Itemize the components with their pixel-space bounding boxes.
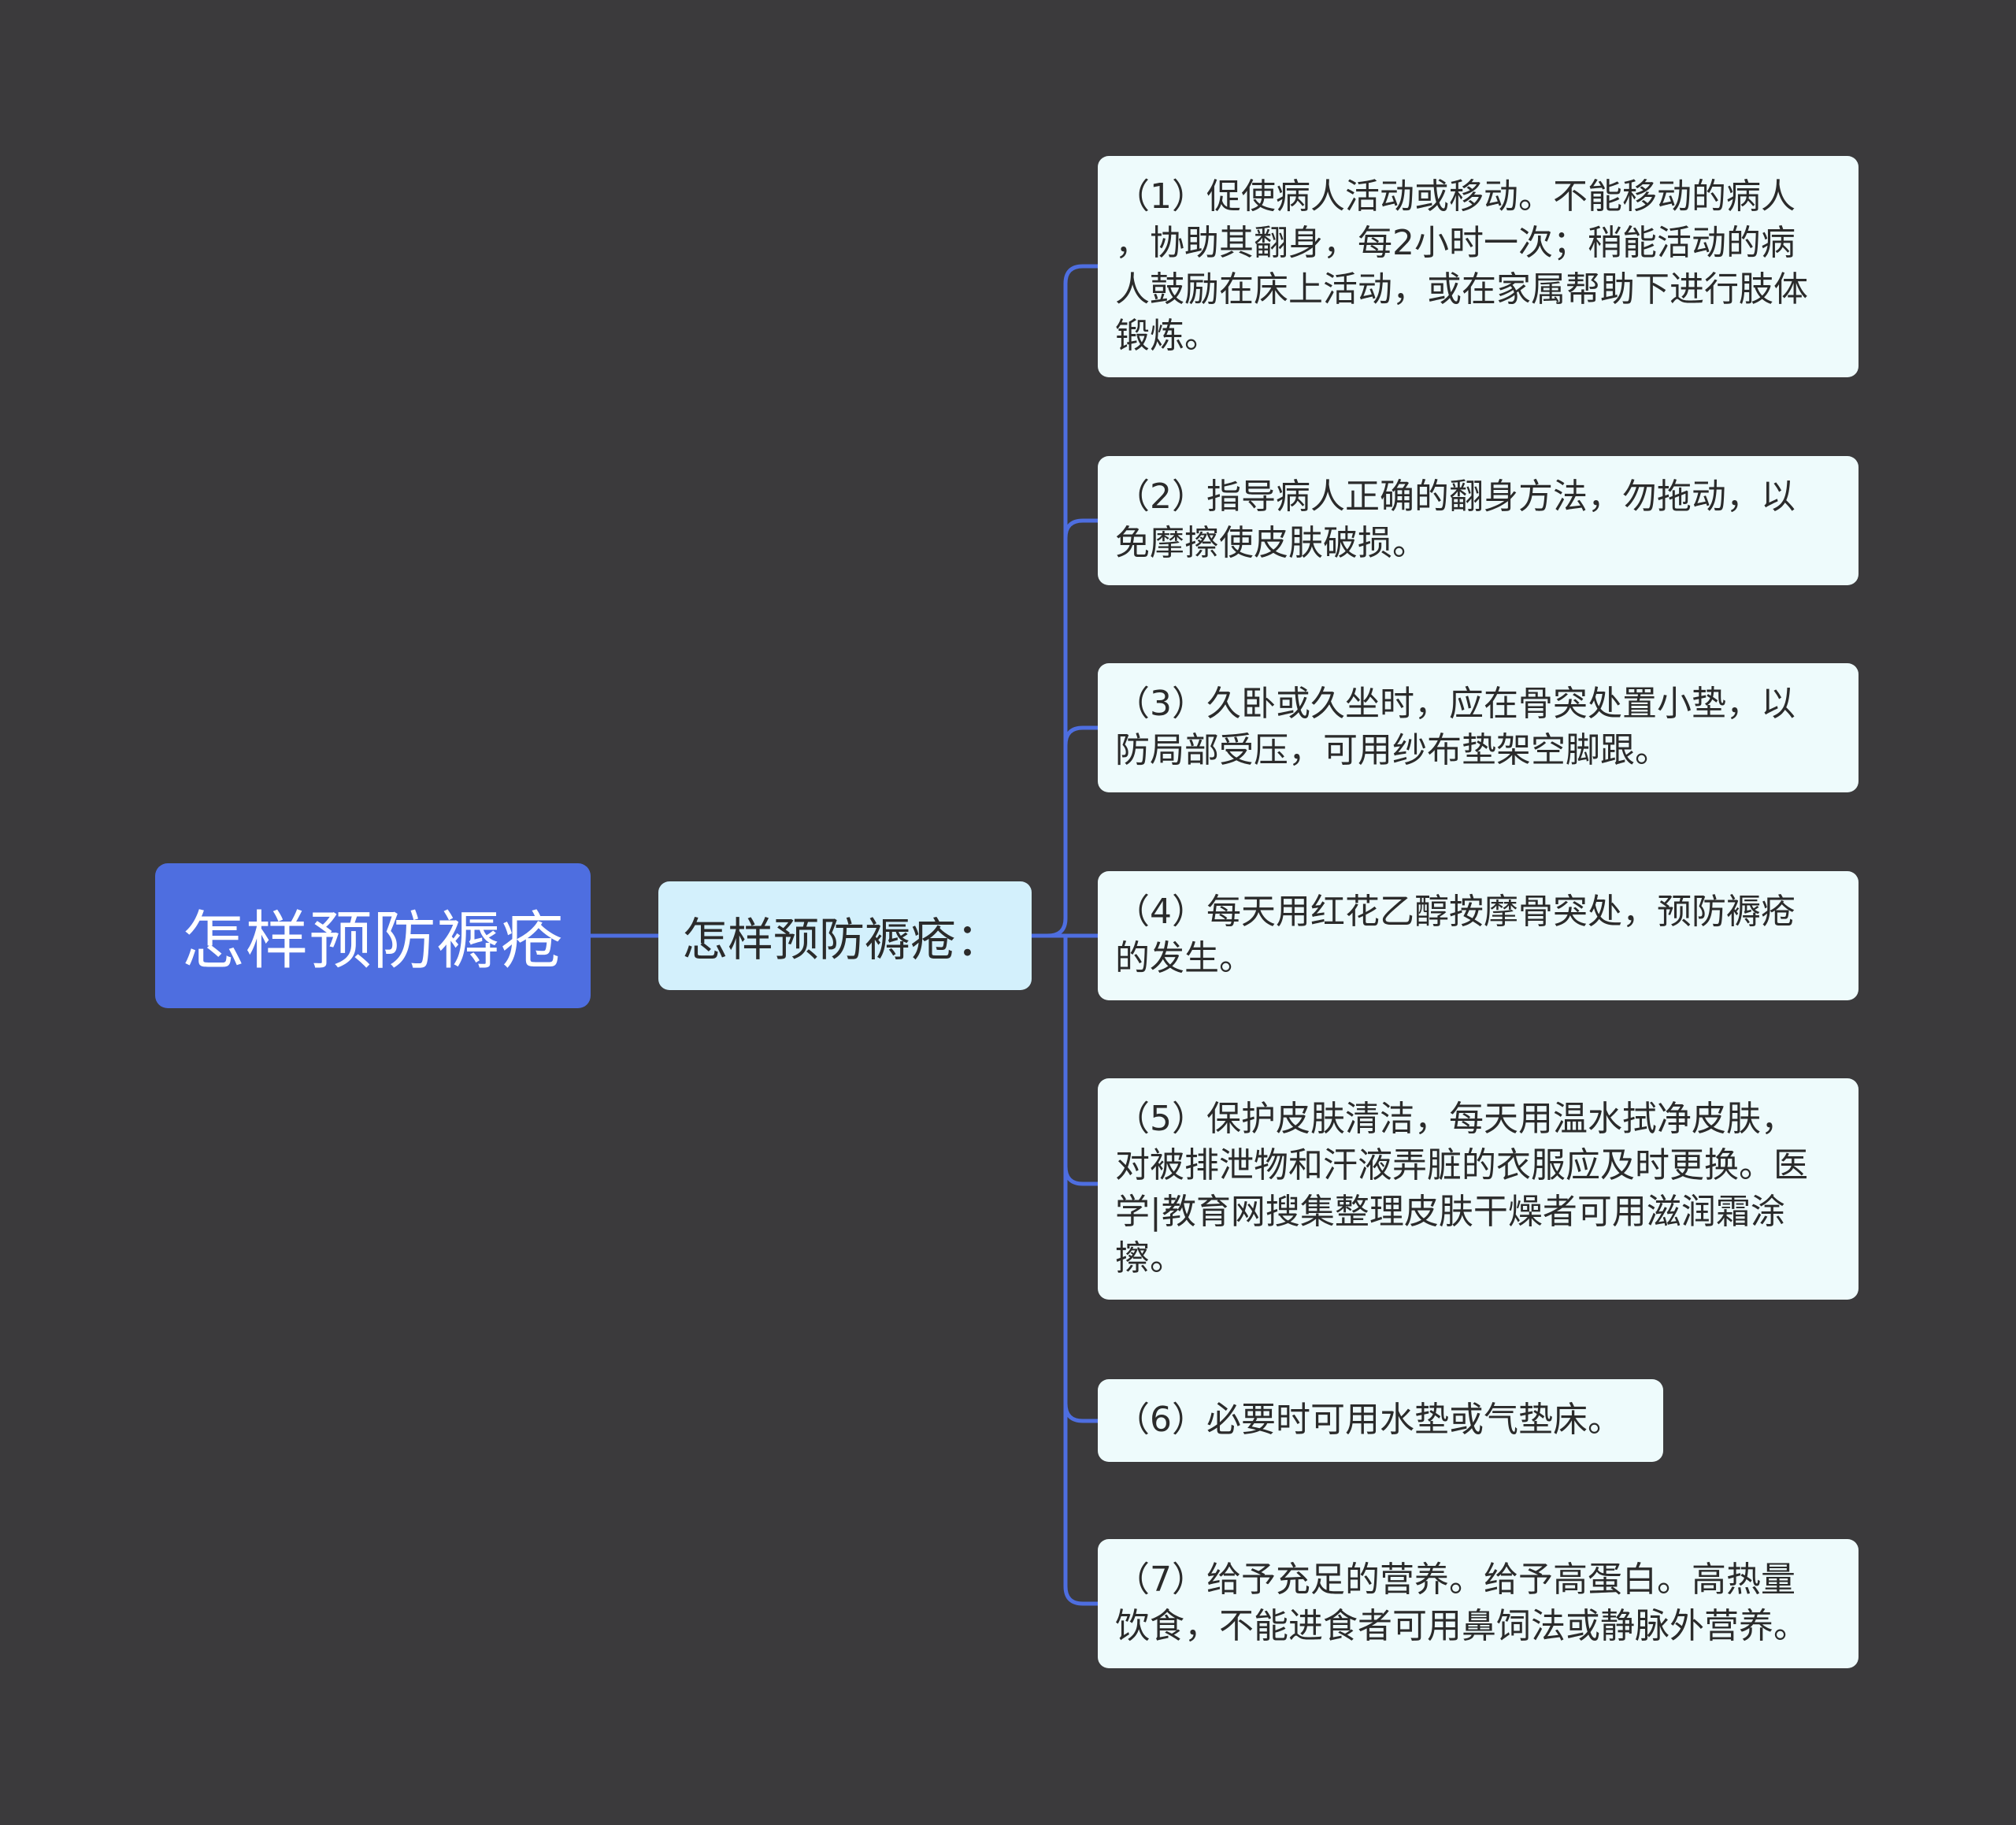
branch-topic[interactable]: 怎样预防褥疮： [658,881,1032,990]
leaf-connector-5 [1063,1166,1098,1186]
leaf-connector-2 [1063,518,1098,539]
leaf-connector-6 [1063,1403,1098,1423]
leaf-topic-2[interactable]: （2）指导病人正确的翻身方法，勿拖动，以 免摩擦使皮肤破损。 [1098,456,1858,585]
leaf-connector-3 [1063,725,1098,746]
leaf-topic-5[interactable]: （5）保护皮肤清洁，每天用温水拭净皮肤， 对被排泄物和汗液弄脏的衣服应及时更换。… [1098,1078,1858,1300]
leaf-topic-3[interactable]: （3）久卧或久坐时，应在骨突处置小垫，以 防局部受压，可用纱布垫架空脚跟。 [1098,663,1858,792]
leaf-topic-7[interactable]: （7）给予充足的营养。给予高蛋白。高热量 饮食，不能进食者可用鼻饲法或静脉外营养… [1098,1539,1858,1668]
leaf-connector-7 [1063,936,1098,1606]
leaf-topic-6[interactable]: （6）必要时可用水垫或气垫床。 [1098,1379,1663,1462]
leaf-topic-1[interactable]: （1）促使病人活动或移动。不能移动的病人 ，协助其翻身，每2小时一次；稍能活动的… [1098,156,1858,377]
root-topic[interactable]: 怎样预防褥疮 [155,863,591,1008]
leaf-connector-1 [1047,264,1098,938]
leaf-topic-4[interactable]: （4）每天用红花乙醇按摩骨突处，预防褥疮 的发生。 [1098,871,1858,1000]
